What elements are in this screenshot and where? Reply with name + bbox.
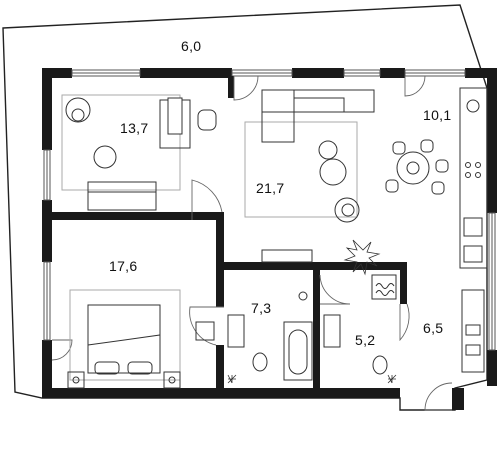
plants	[227, 239, 397, 384]
left-windows	[43, 149, 51, 341]
right-windows	[488, 212, 496, 351]
right-wall	[487, 68, 497, 386]
area-label-bedroom-master: 17,6	[109, 258, 138, 274]
area-label-bath-2: 5,2	[355, 332, 376, 348]
area-label-bath-1: 7,3	[251, 300, 272, 316]
kitchen-furniture	[385, 87, 488, 373]
bedroom-left-furniture	[61, 94, 217, 211]
door-swings	[51, 75, 453, 411]
master-bedroom-furniture	[67, 289, 181, 389]
area-label-kitchen: 10,1	[423, 107, 452, 123]
area-label-living: 21,7	[256, 180, 285, 196]
top-windows	[71, 69, 466, 77]
area-label-terrace: 6,0	[181, 38, 202, 54]
top-wall	[42, 68, 487, 78]
area-label-hall: 6,5	[423, 320, 444, 336]
left-wall	[42, 68, 52, 398]
living-furniture	[244, 89, 375, 263]
bath-fixtures	[195, 274, 397, 381]
entry-jamb	[452, 388, 464, 410]
area-label-bedroom-left: 13,7	[120, 120, 149, 136]
bottom-wall	[42, 388, 400, 398]
interior-walls	[52, 76, 407, 388]
